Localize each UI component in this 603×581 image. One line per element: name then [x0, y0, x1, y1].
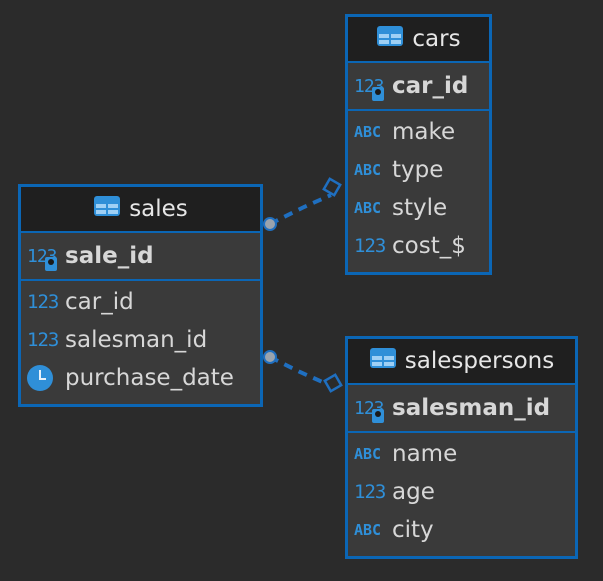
text-type-icon: ABC — [354, 445, 382, 463]
entity-sales[interactable]: sales 123 sale_id 123 car_id 123 salesma… — [18, 184, 263, 407]
column-name: car_id — [65, 289, 134, 315]
column-row[interactable]: purchase_date — [21, 359, 260, 397]
column-name: make — [392, 119, 456, 145]
numeric-type-icon: 123 — [27, 291, 59, 313]
primary-key-icon: 123 — [27, 243, 61, 271]
relationship-end-diamond — [322, 177, 342, 197]
relationship-start-dot — [263, 350, 277, 364]
column-list: 123 car_id 123 salesman_id purchase_date — [21, 281, 260, 397]
column-name: purchase_date — [65, 365, 234, 391]
column-name: city — [392, 517, 434, 543]
entity-header[interactable]: cars — [348, 17, 489, 63]
text-type-icon: ABC — [354, 199, 382, 217]
entity-title: cars — [412, 26, 461, 52]
column-row[interactable]: 123 age — [348, 473, 575, 511]
relationship-end-diamond — [323, 373, 343, 393]
entity-cars[interactable]: cars 123 car_id ABC make ABC type ABC st… — [345, 14, 492, 275]
column-name: name — [392, 441, 458, 467]
primary-key-row[interactable]: 123 car_id — [348, 63, 489, 111]
column-row[interactable]: ABC make — [348, 113, 489, 151]
entity-title: sales — [129, 196, 188, 222]
column-name: sale_id — [65, 243, 154, 269]
column-list: ABC name 123 age ABC city — [348, 433, 575, 549]
column-name: age — [392, 479, 435, 505]
table-icon — [93, 195, 121, 223]
relationship-start-dot — [263, 217, 277, 231]
column-row[interactable]: 123 cost_$ — [348, 227, 489, 265]
column-name: car_id — [392, 73, 469, 99]
column-list: ABC make ABC type ABC style 123 cost_$ — [348, 111, 489, 265]
column-row[interactable]: 123 salesman_id — [21, 321, 260, 359]
primary-key-row[interactable]: 123 salesman_id — [348, 385, 575, 433]
text-type-icon: ABC — [354, 521, 382, 539]
column-row[interactable]: ABC type — [348, 151, 489, 189]
relationship-sales-salespersons[interactable] — [263, 350, 343, 393]
primary-key-icon: 123 — [354, 73, 388, 101]
clock-icon — [27, 365, 61, 391]
entity-header[interactable]: sales — [21, 187, 260, 233]
column-name: salesman_id — [65, 327, 208, 353]
entity-header[interactable]: salespersons — [348, 339, 575, 385]
column-row[interactable]: ABC style — [348, 189, 489, 227]
numeric-type-icon: 123 — [27, 329, 59, 351]
column-row[interactable]: 123 car_id — [21, 283, 260, 321]
table-icon — [376, 25, 404, 53]
column-name: style — [392, 195, 448, 221]
column-name: cost_$ — [392, 233, 466, 259]
relationship-sales-cars[interactable] — [263, 177, 342, 231]
numeric-type-icon: 123 — [354, 235, 386, 257]
column-name: salesman_id — [392, 395, 551, 421]
primary-key-icon: 123 — [354, 395, 388, 423]
text-type-icon: ABC — [354, 161, 382, 179]
column-name: type — [392, 157, 444, 183]
column-row[interactable]: ABC city — [348, 511, 575, 549]
primary-key-row[interactable]: 123 sale_id — [21, 233, 260, 281]
column-row[interactable]: ABC name — [348, 435, 575, 473]
table-icon — [369, 347, 397, 375]
entity-salespersons[interactable]: salespersons 123 salesman_id ABC name 12… — [345, 336, 578, 559]
numeric-type-icon: 123 — [354, 481, 386, 503]
text-type-icon: ABC — [354, 123, 382, 141]
entity-title: salespersons — [404, 348, 555, 374]
